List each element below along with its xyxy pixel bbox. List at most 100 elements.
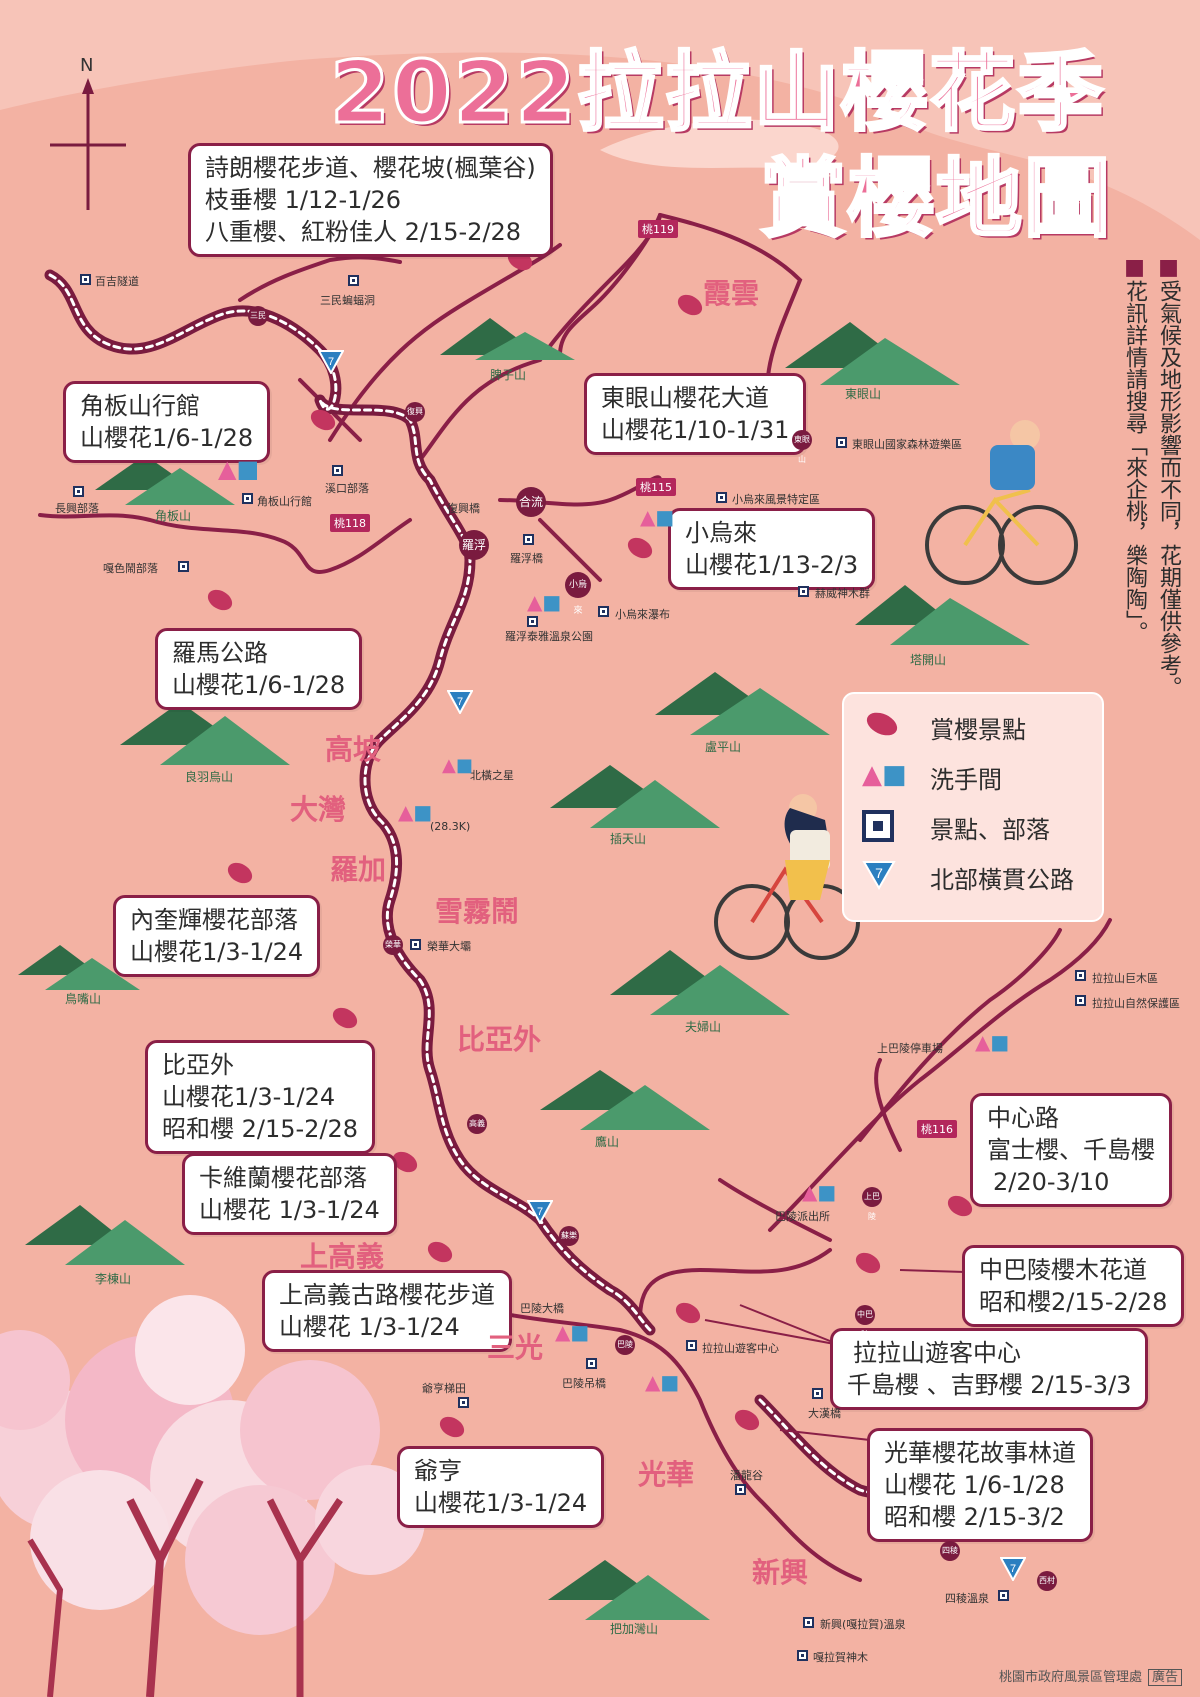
attraction-marker-icon — [178, 561, 189, 572]
attraction-marker-icon — [523, 534, 534, 545]
restroom-icon: ▲■ — [527, 590, 562, 614]
place-beiheng: 北橫之星 — [470, 769, 514, 782]
road-label-t119: 桃119 — [638, 220, 678, 238]
road-label-t115: 桃115 — [636, 478, 676, 496]
info-box-lalashan: 拉拉山遊客中心千島櫻 、吉野櫻 2/15-3/3 — [830, 1328, 1149, 1410]
info-box-kaweilan: 卡維蘭櫻花部落山櫻花 1/3-1/24 — [182, 1153, 397, 1235]
attraction-marker-icon — [735, 1484, 746, 1495]
highway-shield-icon: 7 — [1000, 1557, 1026, 1581]
place-sanmin-cave: 三民蝙蝠洞 — [320, 294, 375, 307]
village-fuxing: 復興 — [405, 402, 425, 422]
place-galahe: 嘎拉賀神木 — [813, 1651, 868, 1664]
attraction-marker-icon — [242, 493, 253, 504]
highway-shield-icon: 7 — [527, 1200, 553, 1224]
place-xiaowulai-falls: 小烏來瀑布 — [615, 608, 670, 621]
village-dongyan: 東眼山 — [792, 430, 812, 464]
attraction-marker-icon — [798, 586, 809, 597]
place-yehen-terrace: 爺亨梯田 — [422, 1382, 466, 1395]
attraction-marker-icon — [410, 939, 421, 950]
attraction-marker-icon — [598, 606, 609, 617]
place-lalashan-center: 拉拉山遊客中心 — [702, 1342, 779, 1355]
area-xuewunao: 雪霧鬧 — [435, 895, 520, 928]
mountains — [18, 318, 1030, 1620]
note-search: ■花訊詳情請搜尋「來企桃，樂陶陶」。 — [1122, 255, 1147, 643]
legend-item-highway: 7 北部橫貫公路 — [862, 860, 1074, 896]
attraction-marker-icon — [1075, 970, 1086, 981]
legend-item-attraction: 景點、部落 — [862, 810, 1050, 848]
village-siling: 四稜 — [940, 1541, 960, 1561]
mountain-bajiawan: 把加灣山 — [610, 1622, 659, 1636]
note-climate: ■受氣候及地形影響而不同，花期僅供參考。 — [1156, 255, 1181, 698]
mountain-dongyan: 東眼山 — [845, 387, 882, 401]
restroom-icon: ▲■ — [555, 1320, 590, 1344]
area-dawan: 大灣 — [290, 793, 347, 826]
mountain-ying: 鷹山 — [595, 1135, 620, 1149]
place-shangbaling-parking: 上巴陵停車場 — [877, 1042, 943, 1055]
map-legend: 賞櫻景點 ▲■ 洗手間 景點、部落 7 北部橫貫公路 — [842, 692, 1104, 922]
village-sanmin: 三民 — [248, 306, 268, 326]
place-siling: 四稜溫泉 — [945, 1592, 989, 1605]
info-box-zhongbaling: 中巴陵櫻木花道昭和櫻2/15-2/28 — [962, 1245, 1185, 1327]
svg-text:7: 7 — [537, 1206, 543, 1218]
attraction-marker-icon — [686, 1340, 697, 1351]
place-km: (28.3K) — [430, 820, 471, 833]
mountain-bizi: 脾子山 — [490, 368, 527, 382]
attraction-marker-icon — [527, 616, 538, 627]
info-box-neikuihui: 內奎輝櫻花部落山櫻花1/3-1/24 — [113, 895, 321, 977]
restroom-icon: ▲■ — [802, 1180, 837, 1204]
place-changxing: 長興部落 — [55, 502, 99, 515]
mountain-chatian: 插天山 — [610, 832, 647, 846]
cherry-trees-illustration — [0, 1295, 425, 1697]
place-fuxing-bridge: 復興橋 — [447, 502, 480, 515]
attraction-marker-icon — [73, 486, 84, 497]
highway-shield-icon: 7 — [447, 690, 473, 714]
svg-text:7: 7 — [1010, 1563, 1016, 1575]
mountain-liangyu: 良羽烏山 — [185, 770, 234, 784]
place-baling-police: 巴陵派出所 — [775, 1210, 830, 1223]
cherry-petal-icon — [866, 712, 898, 736]
restroom-icon: ▲■ — [398, 800, 433, 824]
attraction-marker-icon — [803, 1617, 814, 1628]
highway-shield-icon: 7 — [862, 861, 896, 891]
highway-shield-icon: 7 — [318, 350, 344, 374]
north-label: N — [80, 55, 94, 76]
cyclist-figures — [784, 420, 1040, 900]
attraction-marker-icon — [458, 1397, 469, 1408]
restroom-icon: ▲■ — [640, 505, 675, 529]
attraction-marker-icon — [797, 1650, 808, 1661]
place-gasehnao: 嘎色鬧部落 — [103, 562, 158, 575]
area-shanggaoyi: 上高義 — [300, 1240, 385, 1273]
attraction-marker-icon — [836, 437, 847, 448]
area-luojia: 羅加 — [330, 853, 387, 886]
page-subtitle: 賞櫻地圖 — [759, 148, 1112, 251]
info-box-dongyan: 東眼山櫻花大道山櫻花1/10-1/31 — [584, 373, 807, 455]
restroom-icon: ▲■ — [442, 755, 473, 776]
mountain-jiaoban: 角板山 — [155, 509, 192, 523]
area-gaopo: 高坡 — [325, 733, 382, 766]
place-luofu-bridge: 羅浮橋 — [510, 552, 543, 565]
north-arrow-icon — [50, 78, 126, 210]
page-title: 2022拉拉山櫻花季 — [328, 42, 1106, 145]
area-sanguang: 三光 — [487, 1331, 544, 1364]
legend-item-cherry: 賞櫻景點 — [862, 710, 1026, 744]
place-baiji: 百吉隧道 — [95, 275, 139, 288]
credit: 桃園市政府風景區管理處廣告 — [999, 1666, 1182, 1686]
place-baling-suspension: 巴陵吊橋 — [562, 1377, 606, 1390]
place-dongyan-forest: 東眼山國家森林遊樂區 — [852, 438, 962, 451]
place-jiaoban-guest: 角板山行館 — [257, 495, 312, 508]
village-ronghua: 榮華 — [383, 935, 403, 955]
area-guanghua: 光華 — [638, 1458, 695, 1491]
mountain-lidong: 李棟山 — [95, 1272, 132, 1286]
restroom-icon: ▲■ — [975, 1030, 1010, 1054]
place-ronghua: 榮華大壩 — [427, 940, 471, 953]
restroom-icon: ▲■ — [862, 760, 907, 790]
attraction-marker-icon — [1075, 995, 1086, 1006]
road-label-t118: 桃118 — [330, 514, 370, 532]
attraction-marker-icon — [348, 275, 359, 286]
info-box-shanggaoyi: 上高義古路櫻花步道山櫻花 1/3-1/24 — [262, 1270, 512, 1352]
village-baling: 巴陵 — [615, 1335, 635, 1355]
